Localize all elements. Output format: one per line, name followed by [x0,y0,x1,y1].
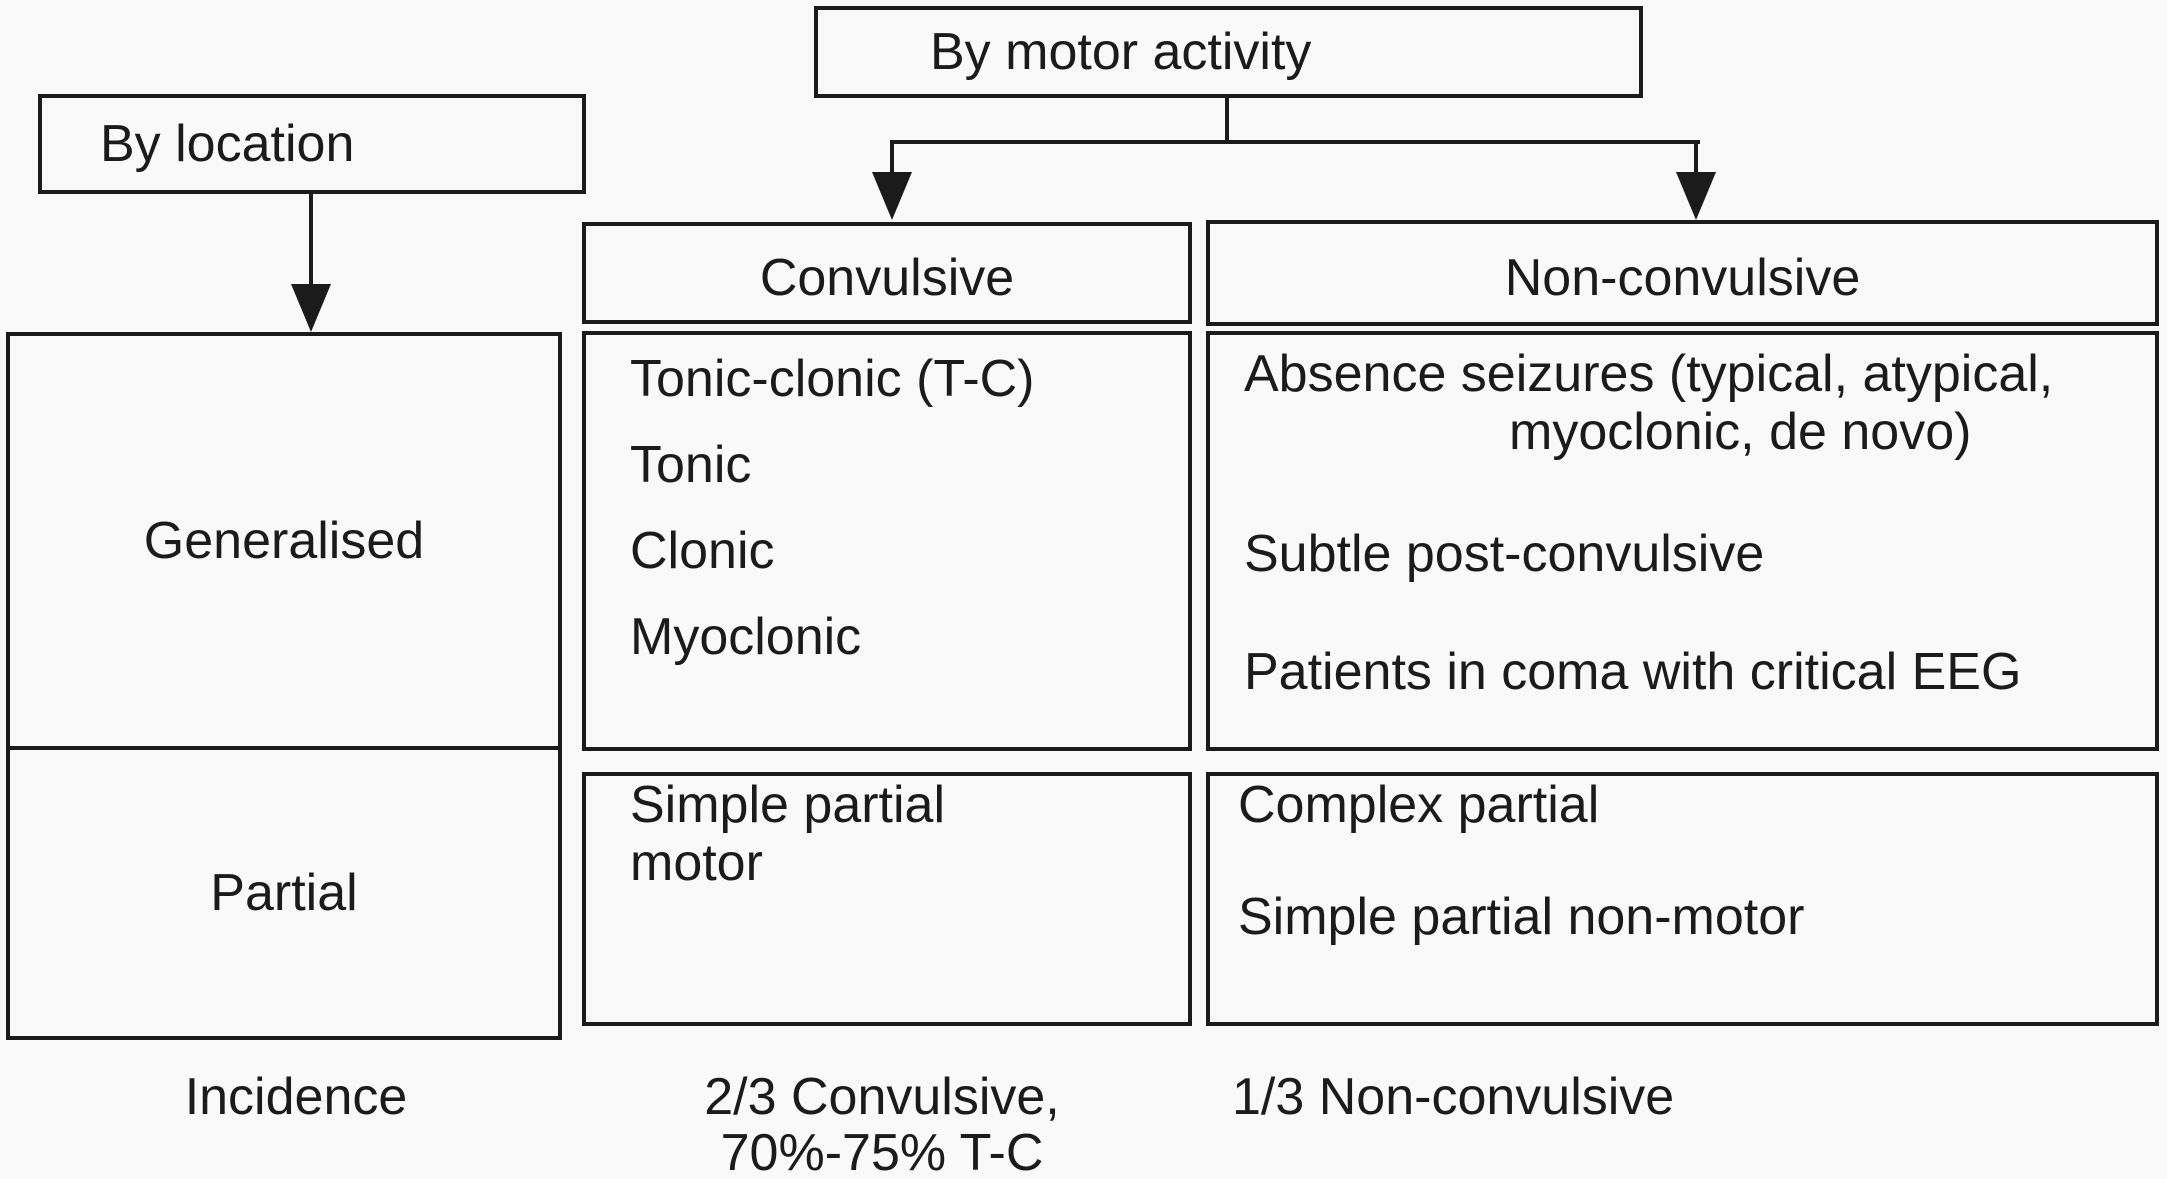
by-motor-activity-box: By motor activity [814,6,1643,98]
row-label-column: Generalised Partial [6,332,562,1040]
motor-connector-stem [1225,94,1229,144]
list-item: Complex partial [1238,776,1600,834]
row-partial-label: Partial [210,864,358,922]
non-convulsive-header-label: Non-convulsive [1504,249,1861,307]
incidence-convulsive-line2: 70%-75% T-C [720,1124,1044,1179]
list-item: Tonic [630,436,752,494]
list-item: Simple partial non-motor [1238,888,1805,946]
row-generalised-label: Generalised [143,512,425,570]
row-partial-cell: Partial [10,750,558,1036]
by-location-label: By location [100,115,355,173]
row-generalised-cell: Generalised [10,336,558,750]
partial-non-convulsive-cell: Complex partial Simple partial non-motor [1206,772,2159,1026]
non-convulsive-header-cell: Non-convulsive [1206,220,2159,326]
incidence-convulsive-value: 2/3 Convulsive, 70%-75% T-C [582,1069,1182,1179]
arrow-down-icon [872,172,912,220]
list-item: Patients in coma with critical EEG [1244,643,2022,701]
list-item: Simple partial motor [630,776,1188,892]
absence-line1: Absence seizures (typical, atypical, [1244,345,2054,403]
location-connector-stem [309,192,313,292]
list-item: Subtle post-convulsive [1244,525,1765,583]
convulsive-header-cell: Convulsive [582,222,1192,324]
incidence-label: Incidence [184,1068,408,1126]
convulsive-header-label: Convulsive [759,249,1015,307]
by-motor-activity-label: By motor activity [930,23,1312,81]
absence-line2: myoclonic, de novo) [1509,403,1972,461]
list-item: Clonic [630,522,775,580]
arrow-down-icon [291,284,331,332]
list-item: Myoclonic [630,608,862,666]
convulsive-branch-line [890,140,894,180]
non-convulsive-branch-line [1694,140,1698,180]
generalised-non-convulsive-cell: Absence seizures (typical, atypical, myo… [1206,331,2159,751]
partial-convulsive-cell: Simple partial motor [582,772,1192,1026]
list-item: Tonic-clonic (T-C) [630,350,1035,408]
motor-branch-line [890,140,1700,144]
incidence-non-convulsive-value: 1/3 Non-convulsive [1232,1068,1675,1126]
incidence-convulsive-line1: 2/3 Convulsive, [704,1068,1060,1126]
by-location-box: By location [38,94,586,194]
simple-partial-line2: motor [630,834,763,892]
generalised-convulsive-cell: Tonic-clonic (T-C) Tonic Clonic Myocloni… [582,331,1192,751]
simple-partial-line1: Simple partial [630,776,946,834]
arrow-down-icon [1676,172,1716,220]
list-item: Absence seizures (typical, atypical, myo… [1244,345,2155,461]
